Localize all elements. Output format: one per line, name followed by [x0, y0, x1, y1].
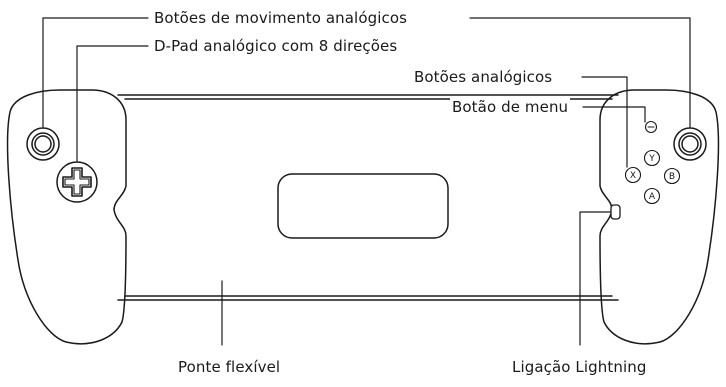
right-thumbstick: [673, 127, 707, 161]
face-buttons: [624, 149, 681, 205]
left-grip: [6, 89, 127, 345]
face-button-y: [643, 149, 661, 167]
leader-analog-movement: [42, 17, 149, 128]
lightning-port: [610, 204, 621, 220]
face-button-x-label: X: [630, 171, 636, 181]
leader-dpad: [76, 45, 149, 162]
label-menu-button: Botão de menu: [450, 98, 571, 116]
face-button-a-label: A: [649, 192, 656, 202]
left-thumbstick: [26, 127, 60, 161]
dpad: [56, 161, 98, 203]
face-button-x: [624, 166, 642, 184]
flexible-bridge: [117, 94, 619, 301]
face-button-y-label: Y: [648, 154, 655, 164]
leader-menu-button: [582, 106, 646, 123]
leader-analog-movement-right: [469, 17, 691, 128]
menu-button: [644, 120, 658, 134]
label-analog-movement-buttons: Botões de movimento analógicos: [152, 9, 410, 27]
label-flexible-bridge: Ponte flexível: [176, 358, 283, 376]
leader-analog-buttons: [581, 76, 628, 168]
face-button-b-label: B: [669, 172, 675, 182]
label-analog-buttons: Botões analógicos: [412, 68, 555, 86]
screen-area: [277, 173, 449, 239]
leader-lightning: [579, 211, 612, 346]
face-button-b: [663, 167, 681, 185]
leader-lines: [42, 17, 691, 346]
label-dpad: D-Pad analógico com 8 direções: [152, 37, 400, 55]
label-lightning-connection: Ligação Lightning: [510, 358, 649, 376]
face-button-a: [643, 187, 661, 205]
right-grip: [599, 89, 720, 345]
